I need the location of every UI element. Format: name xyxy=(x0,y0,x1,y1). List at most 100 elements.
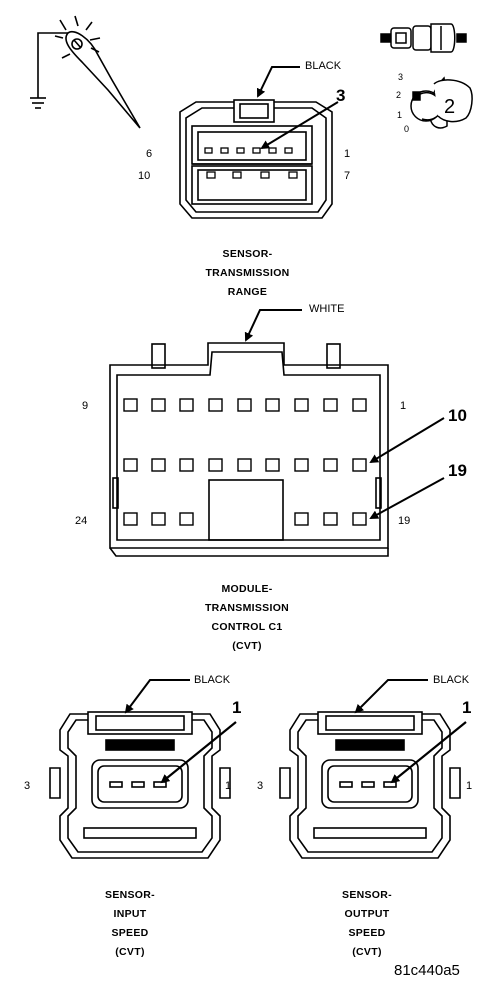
range-title-line1: SENSOR- xyxy=(222,248,273,260)
transmission-range-pins xyxy=(204,147,298,179)
test-probe-icon xyxy=(30,15,141,129)
range-pin-1: 1 xyxy=(344,148,351,160)
input-speed-title-line3: SPEED xyxy=(111,927,149,939)
range-pin-7: 7 xyxy=(344,170,351,182)
tcm-color-label: WHITE xyxy=(309,303,345,315)
key-position-2: 2 xyxy=(396,90,402,100)
terminal-2 xyxy=(131,781,145,788)
range-color-label: BLACK xyxy=(305,60,342,72)
tcm-cavity-row1 xyxy=(151,398,166,412)
terminal-2 xyxy=(361,781,375,788)
tcm-c1-leaders xyxy=(244,309,445,519)
connector-outer-shell xyxy=(289,713,451,859)
connector-outer-shell xyxy=(59,713,221,859)
terminal-3 xyxy=(109,781,123,788)
tcm-c1-pins xyxy=(123,398,367,526)
tcm-pin-19: 19 xyxy=(398,515,411,527)
latch-bar xyxy=(335,739,405,751)
tcm-title-line2: TRANSMISSION xyxy=(204,602,290,614)
tcm-cavity-row2 xyxy=(123,458,138,472)
tcm-cavity-row2 xyxy=(179,458,194,472)
callout-leader-line xyxy=(390,721,467,784)
output-speed-pin-3: 3 xyxy=(257,780,264,792)
input-speed-pin-3: 3 xyxy=(24,780,31,792)
tcm-cavity-row1 xyxy=(265,398,280,412)
terminal-recess xyxy=(327,765,413,803)
input-speed-connector xyxy=(49,679,237,859)
tcm-cavity-row3 xyxy=(352,512,367,526)
range-title-line2: TRANSMISSION xyxy=(205,267,290,279)
latch xyxy=(87,711,193,735)
latch xyxy=(317,711,423,735)
tcm-cavity-row3 xyxy=(323,512,338,526)
output-speed-title-line3: SPEED xyxy=(348,927,386,939)
connector-pair-icon xyxy=(380,23,467,53)
tcm-pin-24: 24 xyxy=(75,515,88,527)
terminal-3 xyxy=(339,781,353,788)
tcm-callout-10: 10 xyxy=(448,406,467,425)
output-speed-pin-1: 1 xyxy=(466,780,473,792)
input-speed-pin-1: 1 xyxy=(225,780,232,792)
output-speed-title-line2: OUTPUT xyxy=(344,908,390,920)
tcm-cavity-row2 xyxy=(294,458,309,472)
tcm-cavity-row1 xyxy=(123,398,138,412)
latch-window xyxy=(95,715,185,731)
input-speed-title-line4: (CVT) xyxy=(115,946,145,958)
tcm-pin-9: 9 xyxy=(82,400,89,412)
output-speed-title-line4: (CVT) xyxy=(352,946,382,958)
range-pin-6: 6 xyxy=(146,148,153,160)
tcm-cavity-row2 xyxy=(237,458,252,472)
tcm-cavity-row1 xyxy=(179,398,194,412)
tcm-cavity-row3 xyxy=(151,512,166,526)
input-speed-title-line1: SENSOR- xyxy=(105,889,155,901)
output-speed-title-line1: SENSOR- xyxy=(342,889,392,901)
tcm-cavity-row2 xyxy=(151,458,166,472)
output-speed-connector xyxy=(279,679,467,859)
tcm-c1-connector xyxy=(109,342,389,557)
range-callout: 3 xyxy=(336,86,346,105)
figure-id: 81c440a5 xyxy=(394,962,460,979)
terminal-1 xyxy=(383,781,397,788)
tcm-cavity-row2 xyxy=(208,458,223,472)
transmission-range-leaders xyxy=(256,66,339,150)
output-speed-title: SENSOR- OUTPUT SPEED (CVT) xyxy=(307,886,427,962)
input-speed-title-line2: INPUT xyxy=(113,908,147,920)
key-position-0: 0 xyxy=(404,124,410,134)
color-leader-line xyxy=(124,679,190,714)
tcm-cavity-row2 xyxy=(265,458,280,472)
tcm-title-line1: MODULE- xyxy=(221,583,273,595)
key-number: 2 xyxy=(444,96,456,118)
tcm-callout-19: 19 xyxy=(448,461,467,480)
transmission-range-connector xyxy=(179,99,333,219)
terminal-recess xyxy=(97,765,183,803)
tcm-cavity-row2 xyxy=(323,458,338,472)
range-title-line3: RANGE xyxy=(227,286,268,298)
tcm-cavity-row1 xyxy=(237,398,252,412)
terminal-housing xyxy=(91,759,189,809)
input-speed-callout: 1 xyxy=(232,698,242,717)
tcm-cavity-row3 xyxy=(123,512,138,526)
input-speed-title: SENSOR- INPUT SPEED (CVT) xyxy=(70,886,190,962)
tcm-cavity-row1 xyxy=(208,398,223,412)
key-position-1: 1 xyxy=(397,110,403,120)
terminal-1 xyxy=(153,781,167,788)
tcm-cavity-row1 xyxy=(323,398,338,412)
connector-base xyxy=(83,827,197,839)
range-title: SENSOR- TRANSMISSION RANGE xyxy=(180,245,315,302)
terminal-housing xyxy=(321,759,419,809)
output-speed-color-label: BLACK xyxy=(433,674,470,686)
connector-base xyxy=(313,827,427,839)
ignition-key-icon xyxy=(410,76,473,129)
side-tab xyxy=(49,767,61,799)
latch-bar xyxy=(105,739,175,751)
latch-window xyxy=(325,715,415,731)
tcm-title-line3: CONTROL C1 xyxy=(211,621,283,633)
tcm-cavity-row1 xyxy=(352,398,367,412)
tcm-cavity-row3 xyxy=(294,512,309,526)
range-pin-10: 10 xyxy=(138,170,151,182)
input-speed-color-label: BLACK xyxy=(194,674,231,686)
side-tab xyxy=(219,767,231,799)
output-speed-callout: 1 xyxy=(462,698,472,717)
color-leader-line xyxy=(354,679,428,714)
